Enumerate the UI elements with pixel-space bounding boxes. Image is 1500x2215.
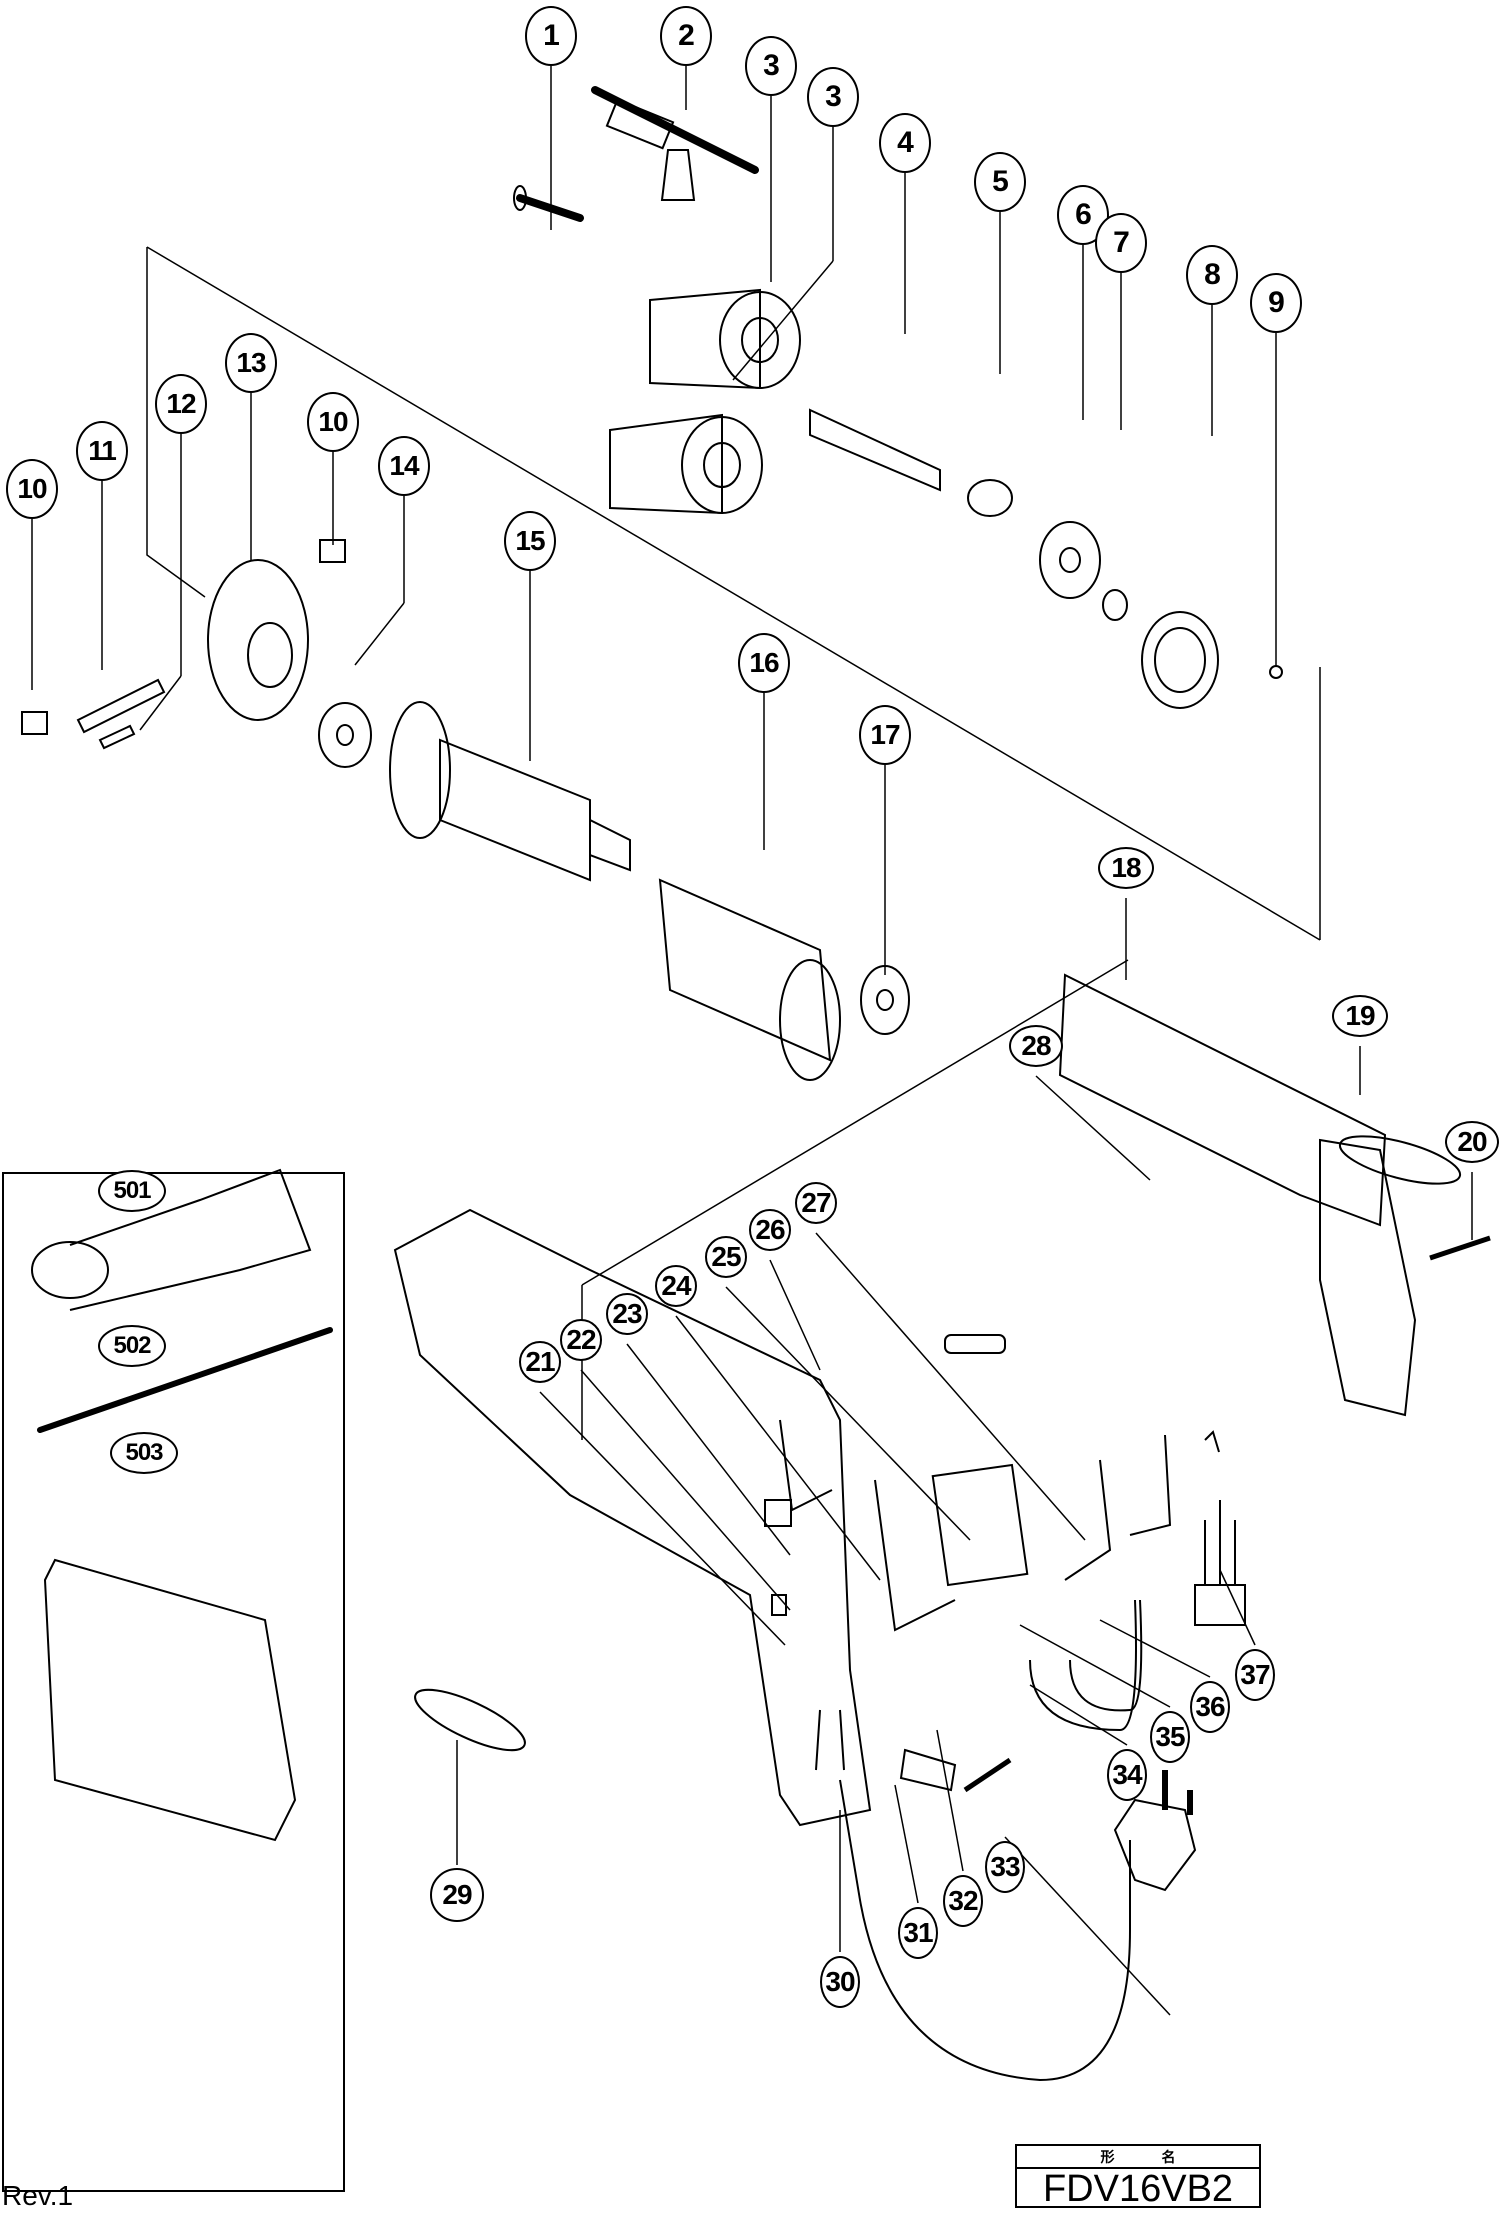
model-header-char-2: 名: [1161, 2148, 1176, 2165]
callout-37[interactable]: 37: [1235, 1649, 1275, 1701]
callout-3-keyless-chuck[interactable]: 3: [807, 67, 859, 127]
accessories-box: [2, 1172, 345, 2192]
callout-24[interactable]: 24: [655, 1265, 697, 1307]
callout-10-left[interactable]: 10: [6, 459, 58, 519]
model-name: FDV16VB2: [1042, 2168, 1234, 2210]
callout-6[interactable]: 6: [1057, 185, 1109, 245]
callout-29[interactable]: 29: [430, 1868, 484, 1922]
callout-503[interactable]: 503: [110, 1432, 178, 1474]
callout-501[interactable]: 501: [98, 1170, 166, 1212]
callout-35[interactable]: 35: [1150, 1711, 1190, 1763]
callout-16[interactable]: 16: [738, 633, 790, 693]
callout-13[interactable]: 13: [225, 333, 277, 393]
model-title-block: 形 名 FDV16VB2: [1015, 2144, 1261, 2210]
callout-25[interactable]: 25: [705, 1236, 747, 1278]
callout-1[interactable]: 1: [525, 6, 577, 66]
callout-19[interactable]: 19: [1332, 995, 1388, 1037]
callout-9[interactable]: 9: [1250, 273, 1302, 333]
callout-12[interactable]: 12: [155, 374, 207, 434]
callout-20[interactable]: 20: [1445, 1121, 1499, 1163]
revision-label: Rev.1: [2, 2180, 74, 2211]
callout-4[interactable]: 4: [879, 113, 931, 173]
callout-31[interactable]: 31: [898, 1907, 938, 1959]
callout-10-right[interactable]: 10: [307, 392, 359, 452]
callout-34[interactable]: 34: [1107, 1749, 1147, 1801]
callout-502[interactable]: 502: [98, 1325, 166, 1367]
callout-8[interactable]: 8: [1186, 245, 1238, 305]
callout-3-keyed-chuck[interactable]: 3: [745, 36, 797, 96]
callout-26[interactable]: 26: [749, 1209, 791, 1251]
callout-14[interactable]: 14: [378, 436, 430, 496]
callout-30[interactable]: 30: [820, 1956, 860, 2008]
part-drawings: [21, 86, 1491, 2082]
callout-21[interactable]: 21: [519, 1341, 561, 1383]
callout-2[interactable]: 2: [660, 6, 712, 66]
callout-28[interactable]: 28: [1009, 1025, 1063, 1067]
leader-lines: [31, 66, 1473, 2016]
callout-18[interactable]: 18: [1098, 847, 1154, 889]
model-header-char-1: 形: [1100, 2148, 1115, 2165]
callout-11[interactable]: 11: [76, 421, 128, 481]
callout-32[interactable]: 32: [943, 1875, 983, 1927]
callout-17[interactable]: 17: [859, 705, 911, 765]
callout-22[interactable]: 22: [560, 1319, 602, 1361]
callout-23[interactable]: 23: [606, 1293, 648, 1335]
callout-36[interactable]: 36: [1190, 1681, 1230, 1733]
callout-27[interactable]: 27: [795, 1182, 837, 1224]
callout-5[interactable]: 5: [974, 152, 1026, 212]
callout-33[interactable]: 33: [985, 1841, 1025, 1893]
callout-15[interactable]: 15: [504, 511, 556, 571]
callout-7[interactable]: 7: [1095, 213, 1147, 273]
model-header: 形 名: [1017, 2146, 1259, 2169]
